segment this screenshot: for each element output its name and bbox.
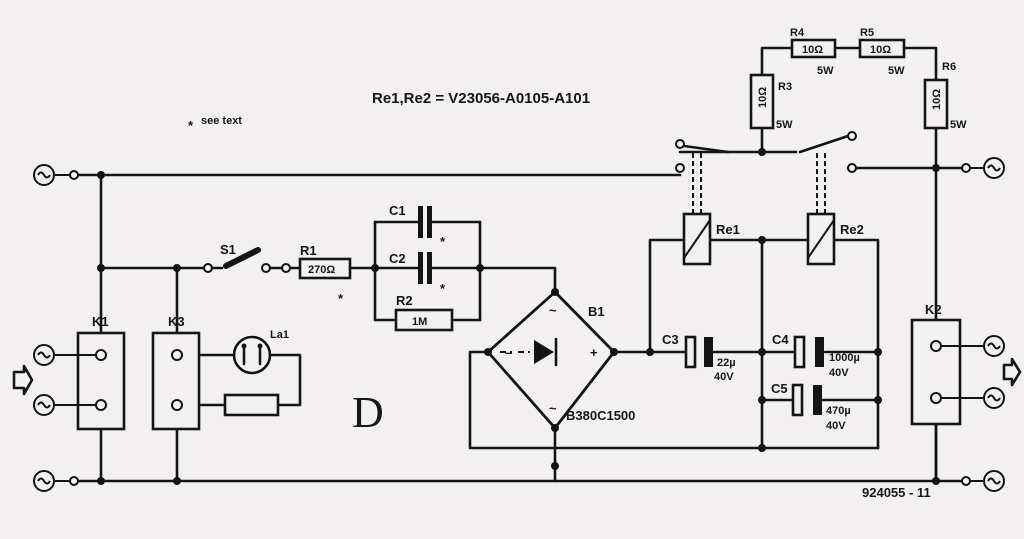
c1-star: * xyxy=(440,234,446,249)
capacitor-c4: C4 1000µ 40V xyxy=(772,332,860,379)
c2-star: * xyxy=(440,281,446,296)
k3-label: K3 xyxy=(168,314,185,329)
relay-contacts-re2 xyxy=(847,131,857,173)
c4-voltage: 40V xyxy=(829,367,849,379)
relay-contacts-re1 xyxy=(675,139,730,173)
la1-label: La1 xyxy=(270,329,289,341)
r4-value: 10Ω xyxy=(802,44,823,56)
mains-in-bottom-terminal xyxy=(33,470,79,492)
r1-star: * xyxy=(338,291,344,306)
resistor-r4: 10Ω R4 5W xyxy=(790,27,837,77)
capacitor-c5: C5 470µ 40V xyxy=(771,381,851,432)
r3-power: 5W xyxy=(776,119,793,131)
r2-label: R2 xyxy=(396,293,413,308)
connector-k2: K2 xyxy=(910,302,1022,426)
c1-label: C1 xyxy=(389,203,406,218)
c4-label: C4 xyxy=(772,332,789,347)
relay-coil-re2: Re2 xyxy=(806,150,864,266)
r1-label: R1 xyxy=(300,243,317,258)
c5-value: 470µ xyxy=(826,405,851,417)
r4-label: R4 xyxy=(790,27,805,39)
input-arrow-icon xyxy=(12,364,34,396)
lamp-la1: La1 xyxy=(232,329,289,375)
see-text-note: see text xyxy=(201,115,242,127)
switch-s1: S1 xyxy=(203,242,291,273)
capacitor-c1: C1 * xyxy=(389,203,446,249)
re1-label: Re1 xyxy=(716,222,740,237)
c3-label: C3 xyxy=(662,332,679,347)
resistor-r5: 10Ω R5 5W xyxy=(858,27,906,77)
bridge-rectifier-b1: ~ ~ + – B1 B380C1500 xyxy=(486,290,635,430)
b1-minus: – xyxy=(505,345,512,360)
b1-ac-bottom: ~ xyxy=(549,401,557,416)
mains-in-top-terminal xyxy=(33,164,79,186)
junctions xyxy=(97,148,940,485)
r4-power: 5W xyxy=(817,65,834,77)
r6-power: 5W xyxy=(950,119,967,131)
output-arrow-icon xyxy=(1002,357,1022,387)
lamp-series-resistor xyxy=(223,393,280,417)
r2-value: 1M xyxy=(412,316,427,328)
resistor-r3: 10Ω R3 5W xyxy=(749,73,793,131)
r5-power: 5W xyxy=(888,65,905,77)
see-text-star: * xyxy=(188,118,194,133)
b1-part: B380C1500 xyxy=(566,408,635,423)
capacitor-c2: C2 * xyxy=(389,251,446,296)
b1-label: B1 xyxy=(588,304,605,319)
relay-coil-re1: Re1 xyxy=(682,150,740,266)
connector-k3: K3 xyxy=(151,314,201,431)
r6-label: R6 xyxy=(942,61,956,73)
re2-label: Re2 xyxy=(840,222,864,237)
connector-k1: K1 xyxy=(12,314,126,431)
relay-type-note: Re1,Re2 = V23056-A0105-A101 xyxy=(372,90,590,107)
c2-label: C2 xyxy=(389,251,406,266)
resistor-r6: 10Ω R6 5W xyxy=(923,61,967,131)
drawing-number: 924055 - 11 xyxy=(862,485,931,500)
c5-label: C5 xyxy=(771,381,788,396)
k2-label: K2 xyxy=(925,302,942,317)
mains-out-bottom-terminal xyxy=(961,470,1005,492)
r6-value: 10Ω xyxy=(931,89,943,110)
stamp-letter: D xyxy=(352,388,384,437)
r1-value: 270Ω xyxy=(308,264,335,276)
capacitor-c3: C3 22µ 40V xyxy=(662,332,736,383)
r3-value: 10Ω xyxy=(757,87,769,108)
b1-ac-top: ~ xyxy=(549,303,557,318)
c3-voltage: 40V xyxy=(714,371,734,383)
r5-label: R5 xyxy=(860,27,874,39)
mains-out-top-terminal xyxy=(961,157,1005,179)
s1-label: S1 xyxy=(220,242,236,257)
c3-value: 22µ xyxy=(717,357,736,369)
c5-voltage: 40V xyxy=(826,420,846,432)
r5-value: 10Ω xyxy=(870,44,891,56)
k1-label: K1 xyxy=(92,314,109,329)
resistor-r1: 270Ω R1 * xyxy=(298,243,352,306)
r3-label: R3 xyxy=(778,81,792,93)
resistor-r2: 1M R2 xyxy=(394,293,454,332)
b1-plus: + xyxy=(590,345,598,360)
c4-value: 1000µ xyxy=(829,352,860,364)
